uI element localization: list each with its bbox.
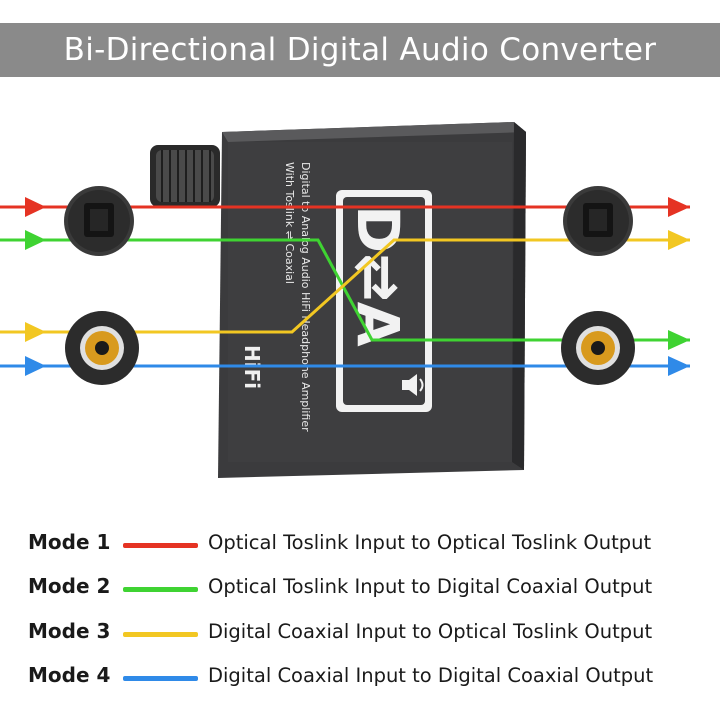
mode-description: Optical Toslink Input to Optical Toslink… [208, 531, 652, 554]
legend-row-mode-2: Mode 2 Optical Toslink Input to Digital … [0, 566, 720, 606]
arrow-right-icon [25, 197, 690, 376]
device-print-line-1: Digital to Analog Audio HiFi Headphone A… [299, 162, 312, 432]
mode-color-line [123, 676, 198, 681]
optical-port-icon [64, 186, 633, 256]
legend-row-mode-4: Mode 4 Digital Coaxial Input to Digital … [0, 655, 720, 695]
mode-2-path [0, 238, 690, 342]
title-banner: Bi-Directional Digital Audio Converter [0, 23, 720, 77]
mode-description: Optical Toslink Input to Digital Coaxial… [208, 575, 653, 598]
mode-color-line [123, 543, 198, 548]
legend-row-mode-3: Mode 3 Digital Coaxial Input to Optical … [0, 611, 720, 651]
speaker-icon [402, 374, 424, 396]
mode-label: Mode 4 [28, 663, 111, 687]
mode-label: Mode 3 [28, 619, 111, 643]
mode-description: Digital Coaxial Input to Digital Coaxial… [208, 664, 654, 687]
da-logo: D⇄A [336, 190, 432, 412]
mode-label: Mode 1 [28, 530, 111, 554]
legend-row-mode-1: Mode 1 Optical Toslink Input to Optical … [0, 522, 720, 562]
coaxial-port-icon [65, 311, 635, 385]
mode-color-line [123, 632, 198, 637]
volume-knob-icon [150, 145, 220, 207]
device-print-line-2: With Toslink ⇌ Coaxial [283, 162, 296, 284]
mode-label: Mode 2 [28, 574, 111, 598]
converter-diagram: Digital to Analog Audio HiFi Headphone A… [0, 122, 690, 478]
mode-3-path [0, 238, 690, 334]
mode-color-line [123, 587, 198, 592]
page-title: Bi-Directional Digital Audio Converter [63, 32, 657, 68]
mode-description: Digital Coaxial Input to Optical Toslink… [208, 620, 653, 643]
